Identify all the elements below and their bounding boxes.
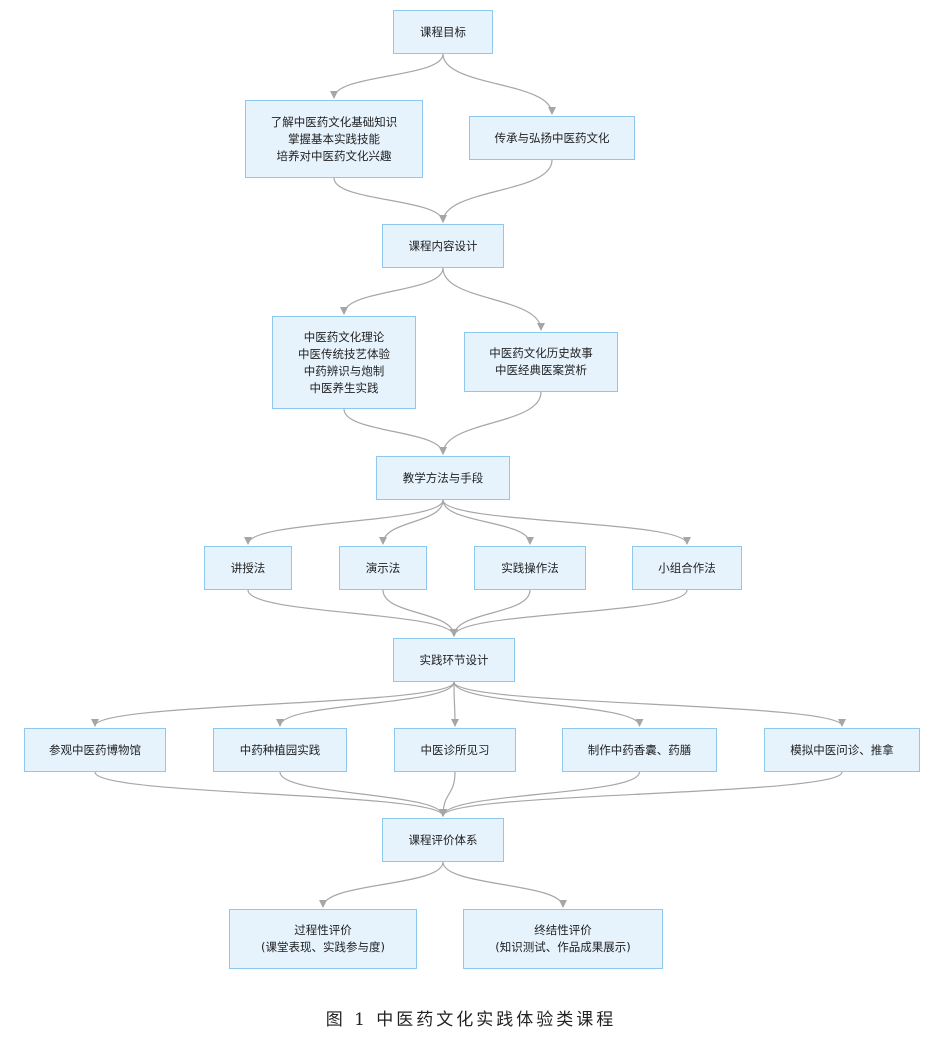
node-content-a: 中医药文化理论中医传统技艺体验中药辨识与炮制中医养生实践	[272, 316, 416, 409]
node-content: 课程内容设计	[382, 224, 504, 268]
node-label-line: 小组合作法	[658, 560, 716, 575]
node-text: 教学方法与手段	[403, 470, 484, 487]
edge-practice-to-p5	[453, 681, 846, 727]
node-text: 参观中医药博物馆	[49, 742, 141, 759]
node-goal: 课程目标	[393, 10, 493, 54]
node-p4: 制作中药香囊、药膳	[562, 728, 717, 772]
node-text: 终结性评价 (知识测试、作品成果展示)	[495, 922, 630, 956]
node-p1: 参观中医药博物馆	[24, 728, 166, 772]
edge-p5-to-eval	[439, 771, 843, 817]
edge-m2-to-practice	[382, 589, 458, 637]
node-label-line: 实践环节设计	[419, 652, 489, 667]
node-text: 传承与弘扬中医药文化	[495, 130, 610, 147]
node-label-line: 中药种植园实践	[239, 742, 321, 757]
node-text: 中医诊所见习	[421, 742, 490, 759]
node-label-line: 了解中医药文化基础知识	[270, 114, 398, 129]
edge-practice-to-p1	[91, 681, 455, 727]
node-label-line: 制作中药香囊、药膳	[587, 742, 692, 757]
edge-eval-to-e1	[319, 861, 444, 908]
edge-practice-to-p3	[450, 681, 459, 727]
node-e2: 终结性评价 (知识测试、作品成果展示)	[463, 909, 663, 969]
node-p3: 中医诊所见习	[394, 728, 516, 772]
node-text: 实践操作法	[501, 560, 559, 577]
node-label-line: 中医诊所见习	[420, 742, 490, 757]
edge-m1-to-practice	[247, 589, 458, 637]
node-text: 制作中药香囊、药膳	[588, 742, 692, 759]
node-p2: 中药种植园实践	[213, 728, 347, 772]
edge-goal-a-to-content	[333, 177, 447, 223]
node-text: 中医药文化理论中医传统技艺体验中药辨识与炮制中医养生实践	[298, 329, 390, 397]
node-label-line: 掌握基本实践技能	[288, 131, 380, 146]
node-label-line: 传承与弘扬中医药文化	[494, 130, 610, 145]
node-label-line: 参观中医药博物馆	[49, 742, 141, 757]
edge-content-b-to-method	[439, 391, 542, 455]
edge-goal-to-goal-b	[442, 53, 556, 115]
node-text: 模拟中医问诊、推拿	[790, 742, 894, 759]
edge-content-a-to-method	[343, 408, 447, 455]
node-text: 中医药文化历史故事中医经典医案赏析	[489, 345, 593, 379]
edge-p2-to-eval	[279, 771, 447, 817]
node-e1: 过程性评价 (课堂表现、实践参与度)	[229, 909, 417, 969]
edge-method-to-m2	[379, 499, 444, 545]
node-label-line: 中医药文化理论	[303, 329, 385, 344]
edge-method-to-m3	[442, 499, 534, 545]
node-label-line: 讲授法	[230, 560, 266, 575]
node-label-line: (课堂表现、实践参与度)	[261, 940, 385, 954]
node-method: 教学方法与手段	[376, 456, 510, 500]
node-goal-a: 了解中医药文化基础知识掌握基本实践技能培养对中医药文化兴趣	[245, 100, 423, 178]
edge-content-to-content-b	[442, 267, 545, 331]
node-text: 课程目标	[420, 24, 466, 41]
edge-practice-to-p2	[276, 681, 455, 727]
node-practice: 实践环节设计	[393, 638, 515, 682]
node-label-line: 演示法	[365, 560, 401, 575]
node-m2: 演示法	[339, 546, 427, 590]
node-label-line: (知识测试、作品成果展示)	[495, 940, 631, 954]
edge-p4-to-eval	[439, 771, 641, 817]
edge-practice-to-p4	[453, 681, 644, 727]
edge-method-to-m4	[442, 499, 691, 545]
node-label-line: 实践操作法	[501, 560, 559, 575]
node-label-line: 中医传统技艺体验	[298, 346, 390, 361]
node-text: 讲授法	[231, 560, 266, 577]
node-m3: 实践操作法	[474, 546, 586, 590]
node-text: 了解中医药文化基础知识掌握基本实践技能培养对中医药文化兴趣	[271, 114, 398, 165]
node-label-line: 过程性评价	[294, 923, 352, 937]
node-label-line: 培养对中医药文化兴趣	[276, 148, 392, 163]
node-text: 演示法	[366, 560, 401, 577]
node-label-line: 终结性评价	[534, 923, 592, 937]
node-text: 过程性评价 (课堂表现、实践参与度)	[261, 922, 385, 956]
edge-eval-to-e2	[442, 861, 567, 908]
node-text: 课程评价体系	[409, 832, 478, 849]
edge-p1-to-eval	[94, 771, 447, 817]
node-label-line: 模拟中医问诊、推拿	[790, 742, 894, 757]
node-label-line: 教学方法与手段	[402, 470, 484, 485]
node-text: 实践环节设计	[420, 652, 489, 669]
edge-goal-to-goal-a	[330, 53, 444, 99]
node-content-b: 中医药文化历史故事中医经典医案赏析	[464, 332, 618, 392]
node-label-line: 课程评价体系	[408, 832, 478, 847]
node-goal-b: 传承与弘扬中医药文化	[469, 116, 635, 160]
node-p5: 模拟中医问诊、推拿	[764, 728, 920, 772]
edge-method-to-m1	[244, 499, 444, 545]
node-label-line: 课程目标	[420, 24, 466, 39]
edge-goal-b-to-content	[439, 159, 553, 223]
node-label-line: 中医养生实践	[309, 380, 379, 395]
node-label-line: 中医药文化历史故事	[489, 346, 593, 360]
figure-caption: 图 1 中医药文化实践体验类课程	[325, 1010, 617, 1030]
edge-m3-to-practice	[450, 589, 531, 637]
node-label-line: 中医经典医案赏析	[495, 363, 587, 377]
node-text: 课程内容设计	[409, 238, 478, 255]
node-eval: 课程评价体系	[382, 818, 504, 862]
node-label-line: 中药辨识与炮制	[303, 363, 385, 378]
node-m4: 小组合作法	[632, 546, 742, 590]
edge-m4-to-practice	[450, 589, 688, 637]
node-m1: 讲授法	[204, 546, 292, 590]
node-label-line: 课程内容设计	[408, 238, 478, 253]
node-text: 小组合作法	[658, 560, 716, 577]
node-text: 中药种植园实践	[240, 742, 321, 759]
edge-content-to-content-a	[340, 267, 444, 315]
